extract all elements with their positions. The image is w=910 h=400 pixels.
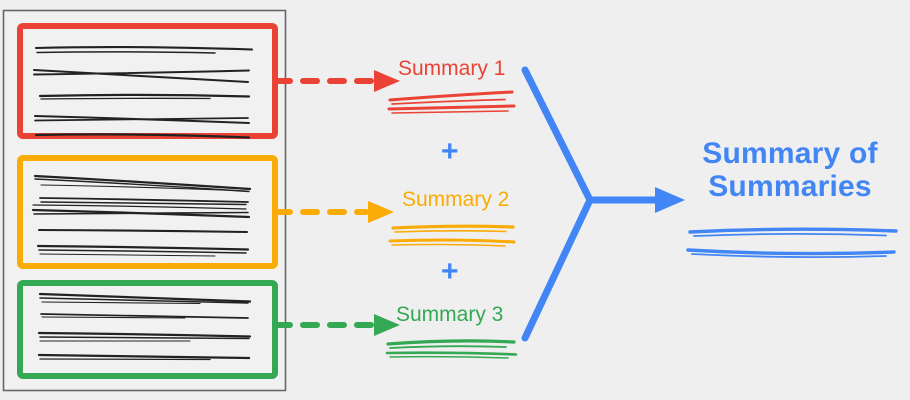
summary-2-label: Summary 2: [402, 188, 510, 211]
summary-3-label: Summary 3: [396, 303, 504, 326]
final-summary-title-line2: Summaries: [708, 170, 872, 203]
plus-operator-1: +: [441, 135, 459, 168]
chunk-box-3[interactable]: [17, 280, 278, 379]
summary-2-underlines: [388, 224, 516, 247]
chunk-1-text-lines: [33, 45, 254, 139]
connector-chunk2-to-summary2: [273, 201, 394, 223]
final-summary-underlines: [686, 227, 898, 259]
summary-3-underlines: [385, 339, 518, 359]
final-summary-title: Summary of Summaries: [695, 137, 885, 203]
final-summary-title-line1: Summary of: [702, 137, 878, 170]
connector-chunk3-to-summary3: [273, 314, 400, 336]
chunk-2-text-lines: [31, 174, 252, 257]
chunk-3-text-lines: [37, 292, 252, 361]
merge-connector: [521, 66, 685, 342]
summary-1-underlines: [387, 90, 516, 114]
summary-1-label: Summary 1: [398, 57, 506, 80]
plus-operator-2: +: [441, 255, 459, 288]
connector-chunk1-to-summary1: [273, 70, 400, 92]
